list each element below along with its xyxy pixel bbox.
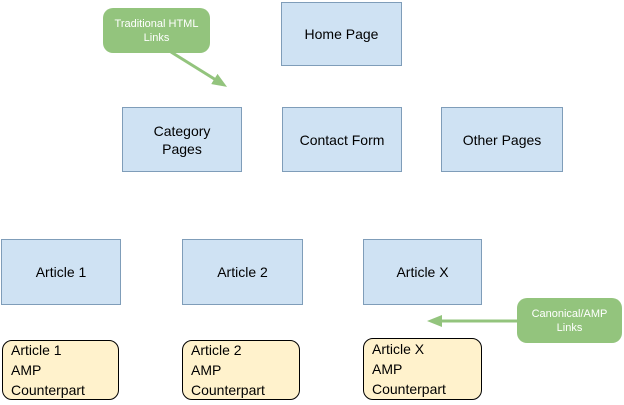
label-line: Pages: [162, 140, 202, 157]
label-line: Article 1: [35, 264, 87, 280]
node-label: Article 2 AMP Counterpart: [191, 340, 265, 400]
article-x-amp-counterpart-node: Article X AMP Counterpart: [363, 338, 482, 400]
node-label: Article X: [396, 263, 448, 281]
contact-form-node: Contact Form: [282, 107, 402, 172]
traditional-links-arrow: [170, 50, 228, 87]
other-pages-node: Other Pages: [441, 107, 563, 172]
label-line: Article 2: [191, 342, 242, 358]
label-line: Article X: [396, 264, 449, 280]
node-label: Other Pages: [463, 131, 542, 149]
label-line: Contact Form: [299, 131, 385, 148]
label-line: AMP: [372, 361, 403, 377]
label-line: Article 2: [217, 264, 268, 280]
label-line: Home Page: [304, 26, 379, 42]
label-line: Article 1: [11, 342, 62, 358]
label-line: Links: [143, 31, 170, 44]
label-line: Links: [556, 321, 583, 334]
label-line: Counterpart: [11, 382, 85, 398]
label-line: Article X: [372, 341, 425, 357]
node-label: Contact Form: [300, 131, 385, 149]
node-label: Article 1 AMP Counterpart: [11, 340, 85, 400]
label-line: AMP: [11, 362, 42, 378]
label-line: Canonical/AMP: [531, 307, 608, 320]
article-1-amp-counterpart-node: Article 1 AMP Counterpart: [2, 340, 119, 400]
node-label: Article X AMP Counterpart: [372, 339, 446, 399]
home-page-node: Home Page: [281, 2, 402, 66]
article-2-node: Article 2: [182, 239, 303, 305]
node-label: Home Page: [305, 25, 379, 43]
label-line: Counterpart: [372, 381, 446, 397]
label-line: Category: [153, 122, 211, 139]
article-2-amp-counterpart-node: Article 2 AMP Counterpart: [182, 340, 300, 400]
label-line: Traditional HTML: [114, 17, 199, 30]
article-x-node: Article X: [363, 239, 482, 305]
article-1-node: Article 1: [1, 239, 121, 305]
node-label: Article 2: [217, 263, 268, 281]
node-label: Article 1: [36, 263, 87, 281]
label-line: AMP: [191, 362, 222, 378]
label-line: Counterpart: [191, 382, 265, 398]
label-line: Other Pages: [462, 131, 542, 148]
